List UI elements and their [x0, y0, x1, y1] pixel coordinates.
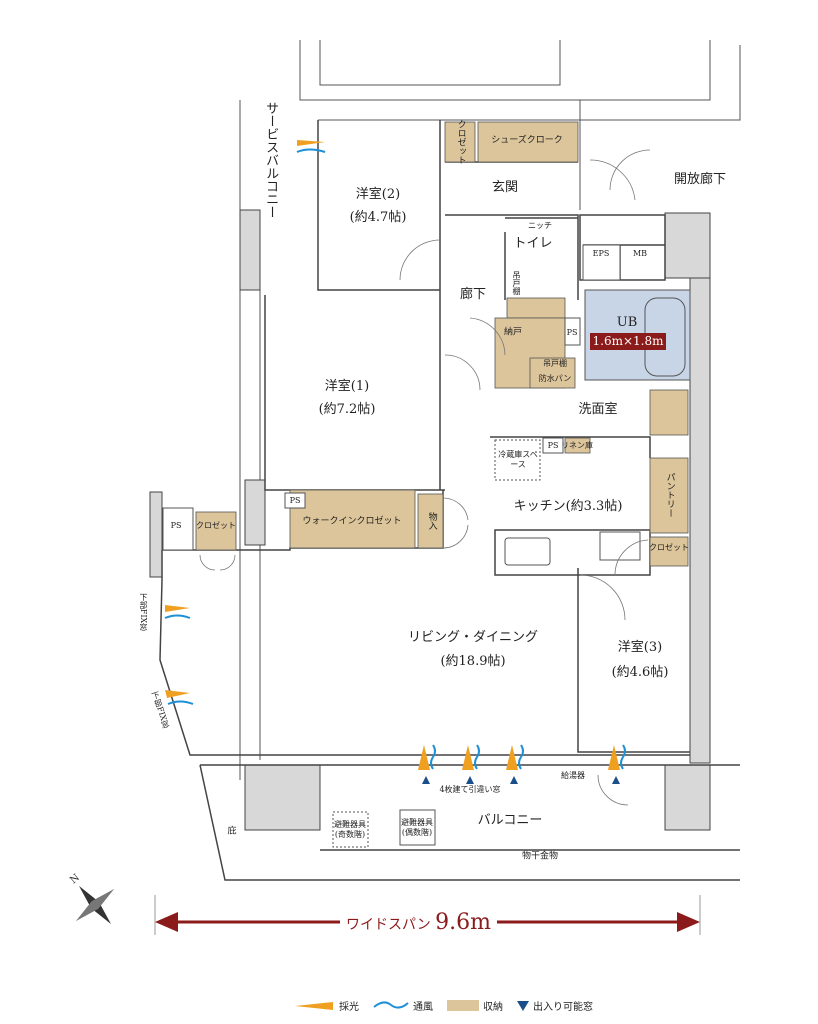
wide-span-value: 9.6m: [435, 910, 492, 935]
eps-label: EPS: [592, 249, 610, 258]
evac-even-label: 避難器具(偶数階): [401, 818, 433, 837]
hanging-shelf-label: 吊戸棚: [512, 271, 521, 295]
closet-left-label: クロゼット: [196, 521, 236, 530]
wide-span-text: ワイドスパン: [346, 917, 431, 933]
structural-walls: [149, 209, 711, 831]
service-balcony-label: サービスバルコニー: [263, 101, 279, 219]
evac-odd-label: 避難器具(奇数階): [334, 820, 366, 839]
waterproof-pan-label: 防水パン: [538, 374, 572, 383]
legend-door-window: 出入り可能窓: [517, 998, 593, 1013]
western2-label: 洋室(2): [355, 186, 401, 202]
light-icon: [295, 1001, 333, 1010]
wic-label: ウォークインクロゼット: [302, 516, 402, 527]
open-corridor-label: 開放廊下: [673, 171, 727, 187]
legend-light-label: 採光: [339, 1002, 359, 1013]
balcony-label: バルコニー: [477, 812, 543, 828]
legend-wind-label: 通風: [413, 1002, 433, 1013]
doors: [199, 149, 651, 806]
water-heater-label: 給湯器: [561, 771, 585, 780]
wide-span-label: ワイドスパン 9.6m: [340, 910, 498, 935]
drying-rack-label: 物干金物: [521, 851, 559, 862]
triangle-icon: [517, 1000, 529, 1011]
washroom-label: 洗面室: [578, 401, 618, 417]
svg-text:N: N: [68, 872, 82, 886]
closet-kitchen-label: クロゼット: [649, 543, 689, 552]
legend-light: 採光: [295, 998, 359, 1013]
kitchen-label: キッチン(約3.3帖): [513, 498, 623, 514]
fridge-space-label: 冷蔵庫スペース: [498, 450, 538, 469]
mb-label: MB: [632, 249, 648, 258]
shoes-cloak-label: シューズクローク: [491, 135, 563, 146]
pantry-label: パントリー: [664, 472, 675, 518]
fix-window-label-1: 下部FIX窓: [139, 592, 148, 632]
storage-swatch: [447, 1000, 479, 1011]
ps-kitchen-label: PS: [547, 441, 559, 450]
sliding-window-label: 4枚建て引違い窓: [439, 785, 501, 794]
monoire-label: 物入: [426, 512, 437, 530]
ps-wic-label: PS: [289, 496, 301, 505]
living-label: リビング・ダイニング: [407, 629, 539, 645]
eaves-label: 庇: [227, 826, 237, 837]
legend: 採光 通風 収納 出入り可能窓: [295, 998, 593, 1013]
living-size: (約18.9帖): [440, 653, 506, 669]
legend-storage: 収納: [447, 998, 503, 1013]
ps-label: PS: [566, 328, 578, 337]
closet-top-label: クロゼット: [455, 119, 466, 165]
western3-size: (約4.6帖): [611, 664, 669, 680]
legend-storage-label: 収納: [483, 1002, 503, 1013]
western2-size: (約4.7帖): [349, 209, 407, 225]
compass-icon: N: [68, 872, 115, 925]
ub-size-badge: 1.6m×1.8m: [590, 333, 666, 350]
corridor-label: 廊下: [459, 286, 487, 302]
hanging-shelf2-label: 吊戸棚: [543, 359, 567, 368]
ps-left-label: PS: [170, 521, 182, 530]
niche-label: ニッチ: [528, 221, 552, 230]
ub-label: UB: [616, 314, 638, 330]
western3-label: 洋室(3): [617, 639, 663, 655]
western1-label: 洋室(1): [324, 378, 370, 394]
toilet-label: トイレ: [513, 235, 553, 251]
linen-label: リネン庫: [561, 441, 593, 450]
legend-wind: 通風: [373, 998, 433, 1013]
storage-label: 納戸: [503, 327, 523, 338]
legend-door-window-label: 出入り可能窓: [533, 1002, 593, 1013]
storage-areas: [195, 121, 689, 567]
entrance-label: 玄関: [491, 179, 519, 195]
western1-size: (約7.2帖): [318, 401, 376, 417]
light-wind-markers: [164, 140, 626, 784]
wind-icon: [373, 1000, 409, 1009]
